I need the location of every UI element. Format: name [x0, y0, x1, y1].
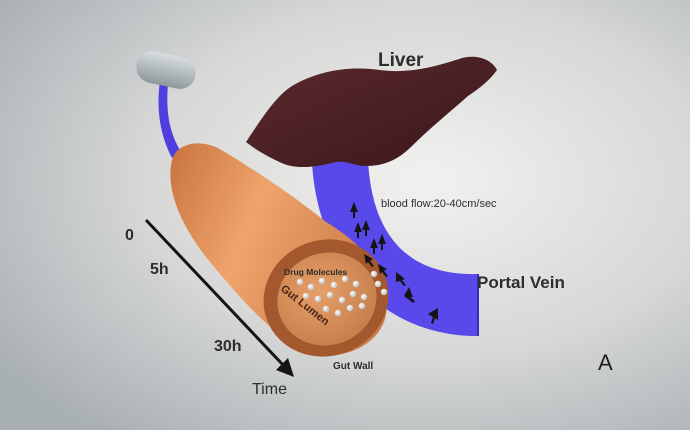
drug-molecule [326, 291, 334, 299]
capsule-icon [136, 51, 196, 89]
flow-arrow [362, 220, 370, 236]
blood-flow-label: blood flow:20-40cm/sec [381, 198, 497, 210]
drug-molecule [307, 283, 315, 291]
time-axis-line [144, 218, 286, 368]
gut-wall-label: Gut Wall [333, 361, 373, 372]
drug-molecule [346, 304, 354, 312]
portal-vein-label: Portal Vein [477, 273, 565, 292]
flow-arrow [370, 238, 378, 254]
time-axis-arrowhead [276, 358, 294, 377]
flow-arrow [378, 264, 388, 277]
flow-arrow [378, 234, 386, 250]
drug-molecule [349, 290, 357, 298]
drug-molecule [334, 309, 342, 317]
time-tick-30h: 30h [214, 338, 242, 355]
drug-molecule [374, 280, 382, 288]
liver-organ [246, 56, 497, 168]
drug-molecule [341, 275, 349, 283]
drug-molecule [358, 302, 366, 310]
flow-arrow [396, 272, 406, 286]
drug-molecule [322, 305, 330, 313]
drug-molecules [296, 270, 388, 317]
drug-molecule [330, 281, 338, 289]
flow-arrow [354, 222, 362, 238]
drug-molecules-label: Drug Molecules [284, 267, 348, 277]
drug-molecule [352, 280, 360, 288]
flow-arrow [350, 202, 358, 218]
liver-label: Liver [378, 50, 424, 71]
drug-molecule [370, 270, 378, 278]
drug-molecule [360, 293, 368, 301]
time-axis-label: Time [252, 381, 287, 398]
gut-lumen [277, 252, 377, 346]
drug-molecule [338, 296, 346, 304]
drug-molecule [318, 277, 326, 285]
flow-arrow [404, 287, 415, 303]
drug-molecule [314, 295, 322, 303]
blood-flow-arrows [350, 202, 438, 324]
drug-molecule [296, 278, 304, 286]
drug-molecule [302, 292, 310, 300]
panel-label: A [598, 350, 613, 375]
time-tick-5h: 5h [150, 261, 169, 278]
flow-arrow [428, 308, 438, 324]
time-tick-0: 0 [125, 227, 134, 244]
capsule-ribbon [158, 80, 180, 158]
flow-arrow [364, 254, 374, 267]
drug-molecule [380, 288, 388, 296]
